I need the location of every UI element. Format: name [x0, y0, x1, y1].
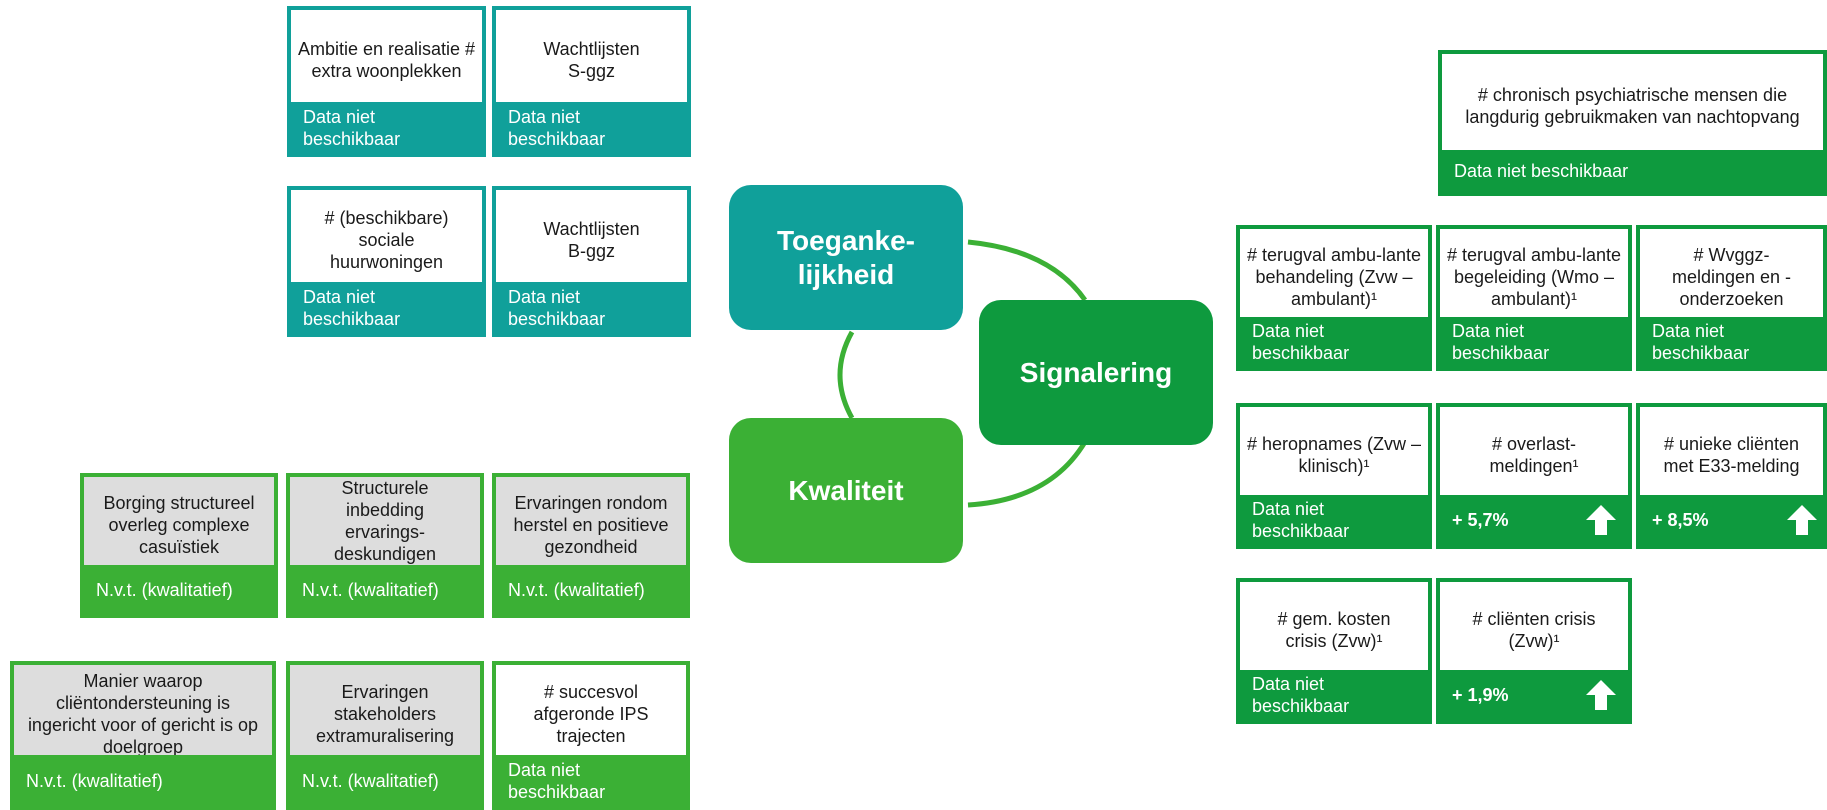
card-inbedding-ervaringsdeskundigen: Structurele inbedding ervarings-deskundi… [286, 473, 484, 618]
card-title: Wachtlijsten B-ggz [543, 219, 640, 261]
card-status: Data niet beschikbaar [1442, 150, 1823, 192]
card-title: # Wvggz-meldingen en -onderzoeken [1671, 245, 1792, 309]
card-title: Structurele inbedding ervarings-deskundi… [290, 477, 480, 573]
card-sociale-huurwoningen: # (beschikbare) sociale huurwoningen Dat… [287, 186, 486, 337]
connector-signalering-kwaliteit [967, 440, 1088, 508]
card-title: Wachtlijsten S-ggz [543, 39, 640, 81]
card-status: + 1,9% [1440, 670, 1628, 720]
card-status: Data niet beschikbaar [1440, 317, 1628, 367]
card-title: # unieke cliënten met E33-melding [1663, 434, 1800, 476]
card-e33-melding: # unieke cliënten met E33-melding + 8,5% [1636, 403, 1827, 549]
hub-toegankelijkheid[interactable]: Toeganke- lijkheid [729, 185, 963, 330]
card-title: Ervaringen rondom herstel en positieve g… [496, 477, 686, 573]
card-status: Data niet beschikbaar [496, 755, 686, 806]
card-borging-overleg: Borging structureel overleg complexe cas… [80, 473, 278, 618]
card-wachtlijsten-b-ggz: Wachtlijsten B-ggz Data niet beschikbaar [492, 186, 691, 337]
card-status: Data niet beschikbaar [1240, 317, 1428, 367]
card-clienten-crisis: # cliënten crisis (Zvw)¹ + 1,9% [1436, 578, 1632, 724]
card-status: N.v.t. (kwalitatief) [290, 565, 480, 614]
trend-value: + 1,9% [1452, 685, 1509, 705]
card-nachtopvang: # chronisch psychiatrische mensen die la… [1438, 50, 1827, 196]
card-status: Data niet beschikbaar [496, 102, 687, 153]
card-status: Data niet beschikbaar [1240, 495, 1428, 545]
card-wachtlijsten-s-ggz: Wachtlijsten S-ggz Data niet beschikbaar [492, 6, 691, 157]
card-stakeholders-extramuralisering: Ervaringen stakeholders extramuraliserin… [286, 661, 484, 810]
arrow-up-icon [1787, 505, 1817, 535]
card-overlastmeldingen: # overlast-meldingen¹ + 5,7% [1436, 403, 1632, 549]
card-status: N.v.t. (kwalitatief) [290, 755, 480, 806]
card-status: + 5,7% [1440, 495, 1628, 545]
card-title: # terugval ambu-lante behandeling (Zvw –… [1246, 245, 1422, 309]
card-status: Data niet beschikbaar [291, 102, 482, 153]
card-title: # chronisch psychiatrische mensen die la… [1465, 85, 1800, 127]
connector-toegankelijkheid-kwaliteit [837, 330, 855, 420]
card-ips-trajecten: # succesvol afgeronde IPS trajecten Data… [492, 661, 690, 810]
card-title: Borging structureel overleg complexe cas… [84, 477, 274, 573]
card-terugval-wmo: # terugval ambu-lante begeleiding (Wmo –… [1436, 225, 1632, 371]
card-status: Data niet beschikbaar [1240, 670, 1428, 720]
card-title: # succesvol afgeronde IPS trajecten [533, 682, 649, 746]
card-kosten-crisis: # gem. kosten crisis (Zvw)¹ Data niet be… [1236, 578, 1432, 724]
card-title: # terugval ambu-lante begeleiding (Wmo –… [1446, 245, 1622, 309]
card-status: N.v.t. (kwalitatief) [496, 565, 686, 614]
card-status: + 8,5% [1640, 495, 1823, 545]
trend-value: + 5,7% [1452, 510, 1509, 530]
card-title: # heropnames (Zvw – klinisch)¹ [1246, 434, 1422, 476]
arrow-up-icon [1586, 505, 1616, 535]
card-status: Data niet beschikbaar [1640, 317, 1823, 367]
card-status: N.v.t. (kwalitatief) [84, 565, 274, 614]
hub-kwaliteit[interactable]: Kwaliteit [729, 418, 963, 563]
card-wvggz-meldingen: # Wvggz-meldingen en -onderzoeken Data n… [1636, 225, 1827, 371]
card-title: Ambitie en realisatie # extra woonplekke… [297, 39, 476, 81]
connector-toegankelijkheid-signalering [967, 239, 1088, 302]
arrow-up-icon [1586, 680, 1616, 710]
card-heropnames: # heropnames (Zvw – klinisch)¹ Data niet… [1236, 403, 1432, 549]
card-status: Data niet beschikbaar [496, 282, 687, 333]
card-status: N.v.t. (kwalitatief) [14, 755, 272, 806]
card-title: Manier waarop cliëntondersteuning is ing… [14, 665, 272, 763]
card-ambitie-woonplekken: Ambitie en realisatie # extra woonplekke… [287, 6, 486, 157]
card-title: Ervaringen stakeholders extramuraliserin… [290, 665, 480, 763]
card-terugval-zvw: # terugval ambu-lante behandeling (Zvw –… [1236, 225, 1432, 371]
card-title: # cliënten crisis (Zvw)¹ [1472, 609, 1596, 651]
card-title: # overlast-meldingen¹ [1489, 434, 1579, 476]
card-clientondersteuning: Manier waarop cliëntondersteuning is ing… [10, 661, 276, 810]
card-herstel-gezondheid: Ervaringen rondom herstel en positieve g… [492, 473, 690, 618]
card-title: # (beschikbare) sociale huurwoningen [324, 208, 449, 272]
hub-signalering[interactable]: Signalering [979, 300, 1213, 445]
card-title: # gem. kosten crisis (Zvw)¹ [1277, 609, 1391, 651]
card-status: Data niet beschikbaar [291, 282, 482, 333]
trend-value: + 8,5% [1652, 510, 1709, 530]
